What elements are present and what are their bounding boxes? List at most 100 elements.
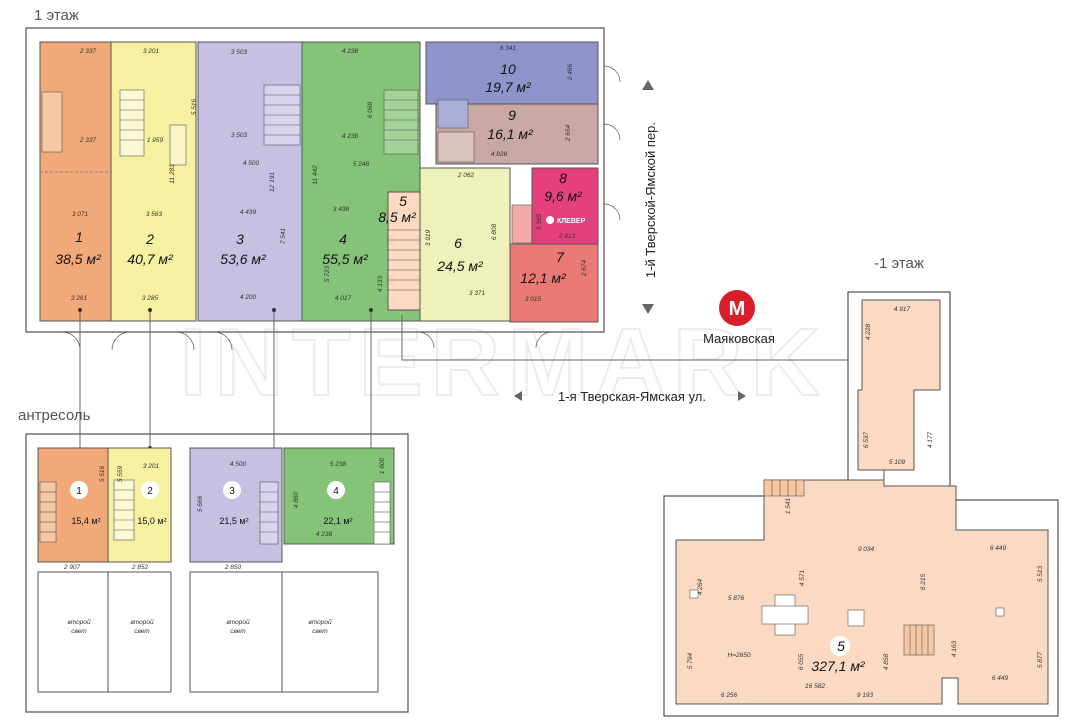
svg-text:4 571: 4 571: [799, 569, 806, 586]
room-5-number: 5: [399, 193, 407, 209]
room-7[interactable]: 7 12,1 м²: [509, 204, 599, 323]
room-6[interactable]: 6 24,5 м²: [419, 167, 511, 322]
svg-text:4 828: 4 828: [491, 151, 508, 158]
svg-text:второй: второй: [226, 618, 250, 626]
mezz-room-2[interactable]: 2 15,0 м²: [107, 447, 172, 563]
room-2-number: 2: [145, 231, 154, 247]
svg-text:6 449: 6 449: [990, 545, 1007, 552]
svg-text:12 191: 12 191: [269, 172, 276, 192]
svg-text:5 876: 5 876: [728, 595, 745, 602]
room-2[interactable]: 2 40,7 м²: [110, 41, 197, 322]
mezz-room-2-area: 15,0 м²: [137, 516, 166, 526]
svg-text:3 438: 3 438: [333, 206, 350, 213]
room-4-number: 4: [339, 231, 347, 247]
room-8[interactable]: 8 9,6 м² КЛЕВЕР: [531, 167, 599, 245]
room-1-number: 1: [75, 229, 83, 245]
svg-text:6 537: 6 537: [863, 431, 870, 448]
mezzanine-title: антресоль: [18, 407, 91, 424]
svg-text:5 723: 5 723: [324, 265, 331, 282]
svg-text:5 513: 5 513: [1037, 565, 1044, 582]
svg-text:3 563: 3 563: [146, 211, 163, 218]
basement-room-number: 5: [837, 638, 845, 654]
svg-text:H=2650: H=2650: [728, 652, 751, 659]
svg-text:2 654: 2 654: [565, 124, 572, 142]
svg-text:2 813: 2 813: [558, 233, 576, 240]
svg-text:2 466: 2 466: [567, 63, 574, 81]
mezz-room-3[interactable]: 3 21,5 м²: [189, 447, 283, 563]
svg-text:2 852: 2 852: [131, 564, 149, 571]
svg-text:11 283: 11 283: [169, 164, 176, 184]
room-9[interactable]: 9 16,1 м²: [435, 103, 599, 165]
svg-text:1-я Тверская-Ямская ул.: 1-я Тверская-Ямская ул.: [558, 389, 706, 404]
svg-text:свет: свет: [230, 628, 246, 635]
tenant-logo: КЛЕВЕР: [557, 218, 586, 225]
room-7-area: 12,1 м²: [520, 270, 567, 286]
watermark: INTERMARK: [180, 309, 828, 416]
svg-text:второй: второй: [67, 618, 91, 626]
svg-text:5 877: 5 877: [1037, 651, 1044, 668]
svg-text:3 919: 3 919: [425, 229, 432, 246]
svg-text:5 516: 5 516: [191, 98, 198, 115]
basement-room-area: 327,1 м²: [811, 658, 866, 674]
svg-text:1 541: 1 541: [785, 497, 792, 514]
svg-text:4 163: 4 163: [951, 640, 958, 657]
ground-floor-outline: [25, 27, 605, 333]
room-5[interactable]: 5 8,5 м²: [378, 191, 421, 311]
svg-text:3 201: 3 201: [143, 48, 160, 55]
passage-line: [401, 315, 848, 361]
svg-text:1-й Тверской-Ямской пер.: 1-й Тверской-Ямской пер.: [643, 122, 658, 278]
room-6-area: 24,5 м²: [436, 258, 484, 274]
basement-room-5[interactable]: 5 327,1 м²: [675, 299, 1049, 705]
svg-text:3 503: 3 503: [231, 49, 248, 56]
svg-text:4 858: 4 858: [883, 653, 890, 670]
svg-text:4 177: 4 177: [927, 431, 934, 448]
svg-text:3 285: 3 285: [142, 295, 159, 302]
svg-text:3 365: 3 365: [536, 213, 543, 230]
svg-text:2 674: 2 674: [581, 259, 588, 277]
svg-text:7 541: 7 541: [280, 227, 287, 244]
svg-text:4 238: 4 238: [342, 48, 359, 55]
svg-text:2 062: 2 062: [457, 172, 475, 179]
mezz-room-4[interactable]: 4 22,1 м²: [283, 447, 395, 545]
svg-text:9 034: 9 034: [858, 546, 875, 553]
svg-text:16 582: 16 582: [805, 683, 825, 690]
room-3[interactable]: 3 53,6 м²: [197, 41, 303, 322]
svg-text:4 439: 4 439: [240, 209, 257, 216]
room-1[interactable]: 1 38,5 м²: [39, 41, 112, 322]
svg-text:4 264: 4 264: [697, 578, 704, 595]
svg-text:9 193: 9 193: [857, 692, 874, 699]
svg-text:4 860: 4 860: [293, 491, 300, 508]
svg-text:6 055: 6 055: [798, 653, 805, 670]
svg-text:2 337: 2 337: [79, 137, 97, 144]
svg-text:2 850: 2 850: [224, 564, 242, 571]
svg-text:4 238: 4 238: [316, 531, 333, 538]
mezz-room-1[interactable]: 1 15,4 м²: [37, 447, 109, 563]
svg-text:свет: свет: [134, 628, 150, 635]
svg-text:3 503: 3 503: [231, 132, 248, 139]
svg-text:второй: второй: [130, 618, 154, 626]
arrow-left-icon: [514, 391, 522, 401]
room-3-number: 3: [236, 231, 244, 247]
room-7-number: 7: [556, 249, 565, 265]
svg-text:4 200: 4 200: [240, 294, 257, 301]
double-height-labels: второй свет второй свет второй свет втор…: [67, 618, 332, 635]
room-6-number: 6: [454, 235, 462, 251]
svg-text:2 337: 2 337: [79, 48, 97, 55]
room-8-area: 9,6 м²: [544, 188, 583, 204]
mezz-room-2-number: 2: [147, 486, 153, 497]
svg-text:свет: свет: [71, 628, 87, 635]
arrow-up-icon: [642, 80, 654, 90]
side-street-label: 1-й Тверской-Ямской пер.: [642, 80, 658, 314]
svg-text:5 559: 5 559: [117, 465, 124, 482]
svg-text:4 238: 4 238: [342, 133, 359, 140]
svg-text:свет: свет: [312, 628, 328, 635]
room-10[interactable]: 10 19,7 м²: [425, 41, 599, 129]
double-height-voids: [37, 571, 379, 693]
basement-dimensions: 4 917 4 228 6 537 4 177 5 109 1 541 9 03…: [687, 306, 1044, 699]
mezzanine-outline: [25, 433, 409, 713]
svg-text:11 442: 11 442: [312, 165, 319, 185]
room-10-area: 19,7 м²: [485, 79, 532, 95]
svg-text:4 228: 4 228: [865, 323, 872, 340]
main-street-label: 1-я Тверская-Ямская ул.: [514, 389, 746, 404]
